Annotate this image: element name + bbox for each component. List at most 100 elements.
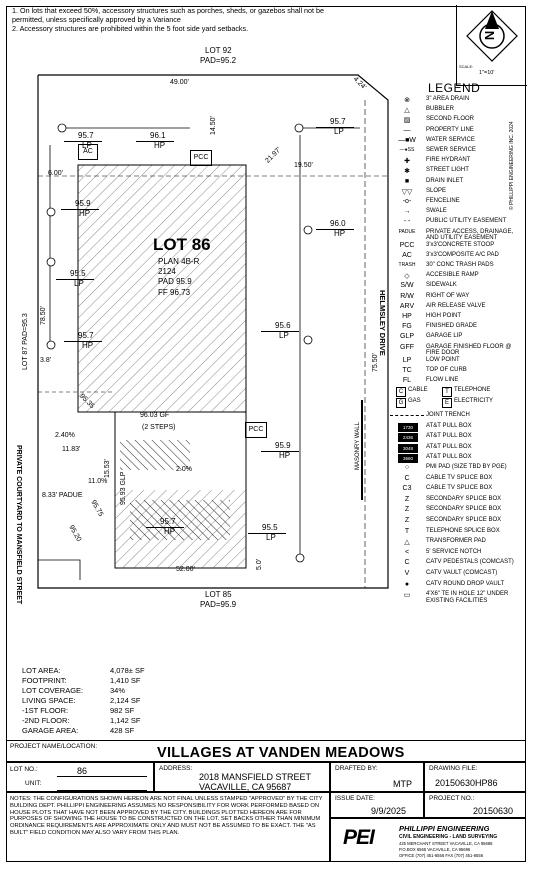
- legend-label: SECOND FLOOR: [426, 116, 475, 123]
- dim-11-83: 11.83': [62, 446, 81, 453]
- legend-label: SEWER SERVICE: [426, 147, 476, 153]
- note-2: 2. Accessory structures are prohibited w…: [12, 24, 249, 33]
- legend-label: AT&T PULL BOX: [426, 443, 472, 450]
- stat-value: 4,078± SF: [110, 666, 145, 675]
- legend-label: AIR RELEASE VALVE: [426, 302, 486, 309]
- legend-item: ✱STREET LIGHT: [390, 167, 530, 177]
- legend-label: SIDEWALK: [426, 282, 457, 289]
- lot-87-label: LOT 87 PAD=95.3: [22, 313, 29, 370]
- pei-logo: PEI: [343, 826, 375, 849]
- legend-symbol-icon: S/W: [400, 282, 414, 290]
- legend-symbol-icon: LP: [402, 356, 412, 364]
- legend-utility: △TRANSFORMER PAD: [390, 538, 530, 548]
- elevation-value: 95.5: [70, 269, 86, 278]
- drawing-cell: DRAWING FILE: 20150630HP86: [424, 762, 526, 792]
- legend-label: GAS: [408, 398, 421, 405]
- dim-52-00: 52.00': [176, 566, 195, 573]
- elevation-value: 95.9: [275, 441, 291, 450]
- legend-symbol-icon: HP: [402, 313, 412, 320]
- lot-92-pad: PAD=95.2: [200, 56, 237, 65]
- legend-symbol-icon: ⊗: [404, 97, 410, 104]
- utility-symbol-icon: T: [404, 527, 410, 535]
- legend-label: CABLE TV SPLICE BOX: [426, 474, 493, 481]
- glp-label: 95.93 GLP: [120, 471, 127, 505]
- utility-symbol-icon: ○: [404, 464, 410, 471]
- elevation-value: 95.9: [75, 199, 91, 208]
- legend-item: ▨SECOND FLOOR: [390, 116, 530, 126]
- dim-top-width: 49.00': [170, 79, 189, 86]
- legend-pull-box: 3048 AT&T PULL BOX: [390, 443, 530, 454]
- stat-value: 2,124 SF: [110, 696, 141, 705]
- legend-symbol-icon: ✱: [404, 168, 410, 176]
- elevation-type: LP: [266, 533, 276, 542]
- legend-joint-trench: JOINT TRENCH: [390, 412, 530, 422]
- legend-label: PRIVATE ACCESS, DRAINAGE, AND UTILITY EA…: [426, 228, 514, 242]
- dim-5-0: 5.0': [256, 558, 263, 570]
- legend-label: ELECTRICITY: [454, 398, 494, 405]
- compass-box: N SCALE: 1"=10': [456, 5, 527, 86]
- utility-symbol-icon: Z: [404, 517, 410, 524]
- legend-label: AT&T PULL BOX: [426, 453, 472, 460]
- legend-label: CATV VAULT (COMCAST): [426, 570, 498, 576]
- elevation-type: HP: [334, 229, 346, 238]
- legend-label: PMI PAD (SIZE TBD BY PGE): [426, 464, 507, 470]
- elevation-leader: [61, 209, 99, 210]
- company-cell: PEI PHILLIPPI ENGINEERING CIVIL ENGINEER…: [330, 818, 526, 862]
- lot-title: LOT 86: [153, 235, 211, 254]
- elevation-value: 95.7: [160, 517, 176, 526]
- legend-label: FIRE HYDRANT: [426, 157, 471, 164]
- drawing-value: 20150630HP86: [435, 778, 498, 788]
- utility-symbol-icon: C3: [402, 485, 412, 493]
- legend-label: LOW POINT: [426, 356, 460, 363]
- plan-line-4: FF 96.73: [158, 288, 191, 297]
- company-address: 425 MERCHANT STREET VACAVILLE, CA 95688: [399, 841, 493, 846]
- legend-symbol-icon: FL: [402, 377, 412, 384]
- plan-line-1: PLAN 4B-R: [158, 257, 200, 266]
- helmsley-drive-label: HELMSLEY DRIVE: [378, 290, 387, 356]
- legend-item: - -PUBLIC UTILITY EASEMENT: [390, 218, 530, 228]
- legend-label: ACCESIBLE RAMP: [426, 272, 479, 279]
- legend-label: GARAGE FINISHED FLOOR @ FIRE DOOR: [426, 343, 512, 357]
- legend-label: SECONDARY SPLICE BOX: [426, 495, 502, 502]
- elevation-type: HP: [82, 341, 94, 350]
- note-1: 1. On lots that exceed 50%, accessory st…: [12, 6, 325, 24]
- scale-label: SCALE:: [459, 64, 474, 69]
- unit-label: UNIT:: [25, 780, 42, 787]
- legend-symbol-icon: TC: [402, 366, 412, 374]
- dim-19-50: 19.50': [294, 162, 313, 169]
- pull-box-icon: 3048: [398, 443, 418, 453]
- drafted-value: MTP: [393, 779, 412, 789]
- drawing-label: DRAWING FILE:: [429, 765, 478, 772]
- legend-symbol-icon: ARV: [399, 302, 415, 310]
- legend-label: PUBLIC UTILITY EASEMENT: [426, 218, 507, 225]
- legend-symbol-icon: ◇: [404, 273, 410, 281]
- legend-label: PROPERTY LINE: [426, 126, 474, 133]
- elevation-leader: [56, 279, 94, 280]
- legend-symbol-icon: AC: [402, 251, 412, 259]
- dim-8-33: 8.33' PADUE: [42, 492, 83, 499]
- legend-symbol-icon: GFF: [400, 343, 414, 351]
- legend-label: SECONDARY SPLICE BOX: [426, 506, 502, 513]
- legend-box-icon: C: [396, 387, 406, 398]
- legend-label: CATV PEDESTALS (COMCAST): [426, 559, 514, 566]
- stat-value: 34%: [110, 686, 126, 695]
- lot-no-label: LOT NO.:: [10, 766, 38, 773]
- lot-85-pad: PAD=95.9: [200, 600, 237, 609]
- elevation-leader: [316, 229, 354, 230]
- issue-label: ISSUE DATE:: [335, 795, 375, 802]
- dim-6-00: 6.00': [48, 170, 63, 177]
- pull-box-icon: 3660: [398, 453, 418, 463]
- elevation-leader: [261, 451, 299, 452]
- elevation-type: LP: [74, 279, 84, 288]
- legend-item: —PROPERTY LINE: [390, 127, 530, 137]
- elevation-value: 95.7: [78, 331, 94, 340]
- elevation-leader: [316, 127, 354, 128]
- pcc-stoop-1: PCC: [190, 150, 212, 166]
